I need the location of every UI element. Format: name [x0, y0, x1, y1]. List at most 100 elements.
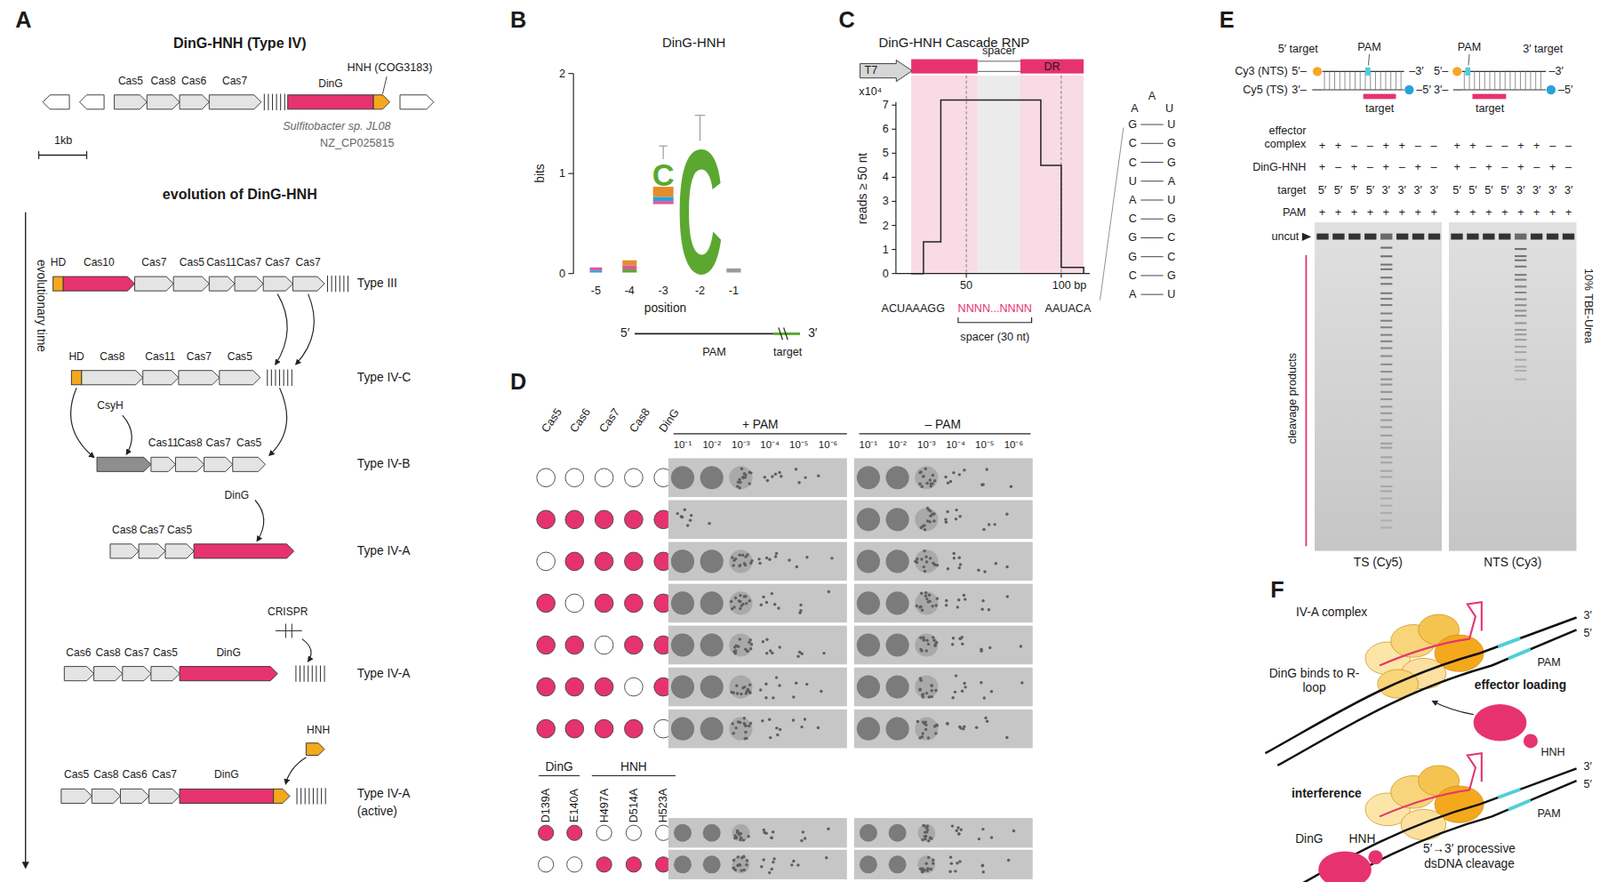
- label: Type IV-A: [357, 544, 411, 559]
- colony: [956, 605, 960, 608]
- colony: [925, 648, 928, 652]
- gene-block: [53, 276, 64, 291]
- cascade-subunit: [1400, 808, 1447, 840]
- colony: [959, 637, 962, 640]
- crispr-repeat: [325, 787, 327, 804]
- cleavage-band: [1514, 366, 1527, 368]
- hnh-domain: [1368, 849, 1383, 864]
- colony: [958, 514, 961, 518]
- label: 10⁻³: [731, 439, 751, 451]
- cleavage-band: [1380, 490, 1392, 493]
- crrna: [1379, 601, 1482, 665]
- crispr-repeat: [312, 787, 314, 804]
- label: 10⁻⁶: [818, 439, 838, 451]
- label: 3′: [1532, 183, 1541, 197]
- label: Cas5: [64, 769, 89, 783]
- cleavage-band: [1514, 338, 1527, 341]
- gel-caption: TS (Cy5): [1353, 555, 1403, 569]
- label: –5′: [1416, 83, 1431, 97]
- label: 5: [882, 146, 889, 160]
- label: target: [1365, 101, 1394, 115]
- label: Type IV-A: [357, 666, 411, 681]
- label: 5′: [1350, 183, 1359, 197]
- colony: [794, 681, 798, 685]
- colony: [735, 684, 738, 688]
- colony: [774, 472, 777, 475]
- colony: [736, 484, 739, 488]
- dna-strand: [1312, 88, 1322, 90]
- base-rung: [1354, 71, 1356, 90]
- colony: [931, 512, 935, 516]
- logo-letter: [653, 200, 674, 204]
- colony: [987, 608, 991, 611]
- label: reads ≥ 50 nt: [856, 152, 871, 224]
- component-dot: [624, 552, 644, 571]
- gene-arrow: [175, 456, 204, 472]
- ding-helicase: [1473, 704, 1528, 741]
- colony: [744, 601, 748, 605]
- axis-tick: [891, 248, 896, 250]
- crispr-repeat: [299, 664, 301, 681]
- base-rung: [1540, 71, 1542, 90]
- uncut-band: [1316, 233, 1328, 240]
- label: Type IV-C: [357, 370, 411, 385]
- label: -4: [624, 284, 635, 298]
- colony: [760, 603, 763, 607]
- colony: [981, 864, 984, 867]
- label: 10⁻⁴: [760, 439, 780, 451]
- colony: [918, 482, 921, 486]
- colony: [957, 598, 960, 601]
- colony: [745, 858, 749, 862]
- base-rung: [1339, 71, 1341, 90]
- cleavage-band: [1380, 419, 1392, 422]
- cleavage-band: [1380, 370, 1392, 373]
- label: +: [1565, 206, 1572, 220]
- colony: [931, 861, 935, 864]
- bacterial-spot: [914, 717, 938, 741]
- label: 5′: [1366, 183, 1375, 197]
- colony: [805, 555, 808, 559]
- component-dot: [594, 468, 614, 488]
- colony: [1007, 858, 1010, 862]
- base-rung: [1473, 71, 1475, 90]
- bacterial-spot: [886, 591, 910, 615]
- colony: [919, 470, 922, 473]
- gene-arrow: [143, 370, 179, 385]
- bacterial-spot: [914, 674, 938, 698]
- cleavage-band: [1380, 434, 1392, 437]
- curved-arrow: [122, 415, 132, 455]
- colony: [739, 868, 743, 872]
- label: 3′: [1548, 183, 1557, 197]
- colony: [749, 561, 752, 565]
- component-dot: [565, 593, 584, 613]
- label: Cas7: [206, 437, 232, 450]
- label: 5′: [1334, 183, 1343, 197]
- logo-letter: [726, 268, 741, 273]
- label: Cy5 (TS): [1242, 83, 1288, 97]
- cleavage-band: [1380, 476, 1392, 479]
- cleavage-band: [1380, 297, 1392, 300]
- logo-letter: [622, 260, 637, 266]
- label: DinG: [318, 78, 343, 91]
- crispr-icon: [291, 623, 293, 638]
- axis-tick: [966, 273, 968, 279]
- logo-letter: [590, 270, 603, 272]
- gel-background: [1448, 222, 1576, 552]
- spacer-outline: [977, 60, 1021, 62]
- colony: [921, 638, 925, 641]
- colony: [757, 557, 760, 560]
- label: Cas7: [264, 256, 290, 270]
- colony: [958, 859, 961, 863]
- label: Type III: [357, 276, 398, 291]
- colony: [787, 558, 791, 561]
- label: DinG: [216, 647, 240, 660]
- component-dot: [536, 510, 556, 529]
- colony: [680, 514, 683, 518]
- label: DinG: [656, 406, 682, 435]
- repeat-region: [1020, 75, 1084, 274]
- label: position: [644, 301, 687, 316]
- gene-arrow: [81, 370, 144, 385]
- colony: [954, 673, 958, 677]
- colony: [933, 724, 936, 728]
- label: +: [1319, 206, 1326, 220]
